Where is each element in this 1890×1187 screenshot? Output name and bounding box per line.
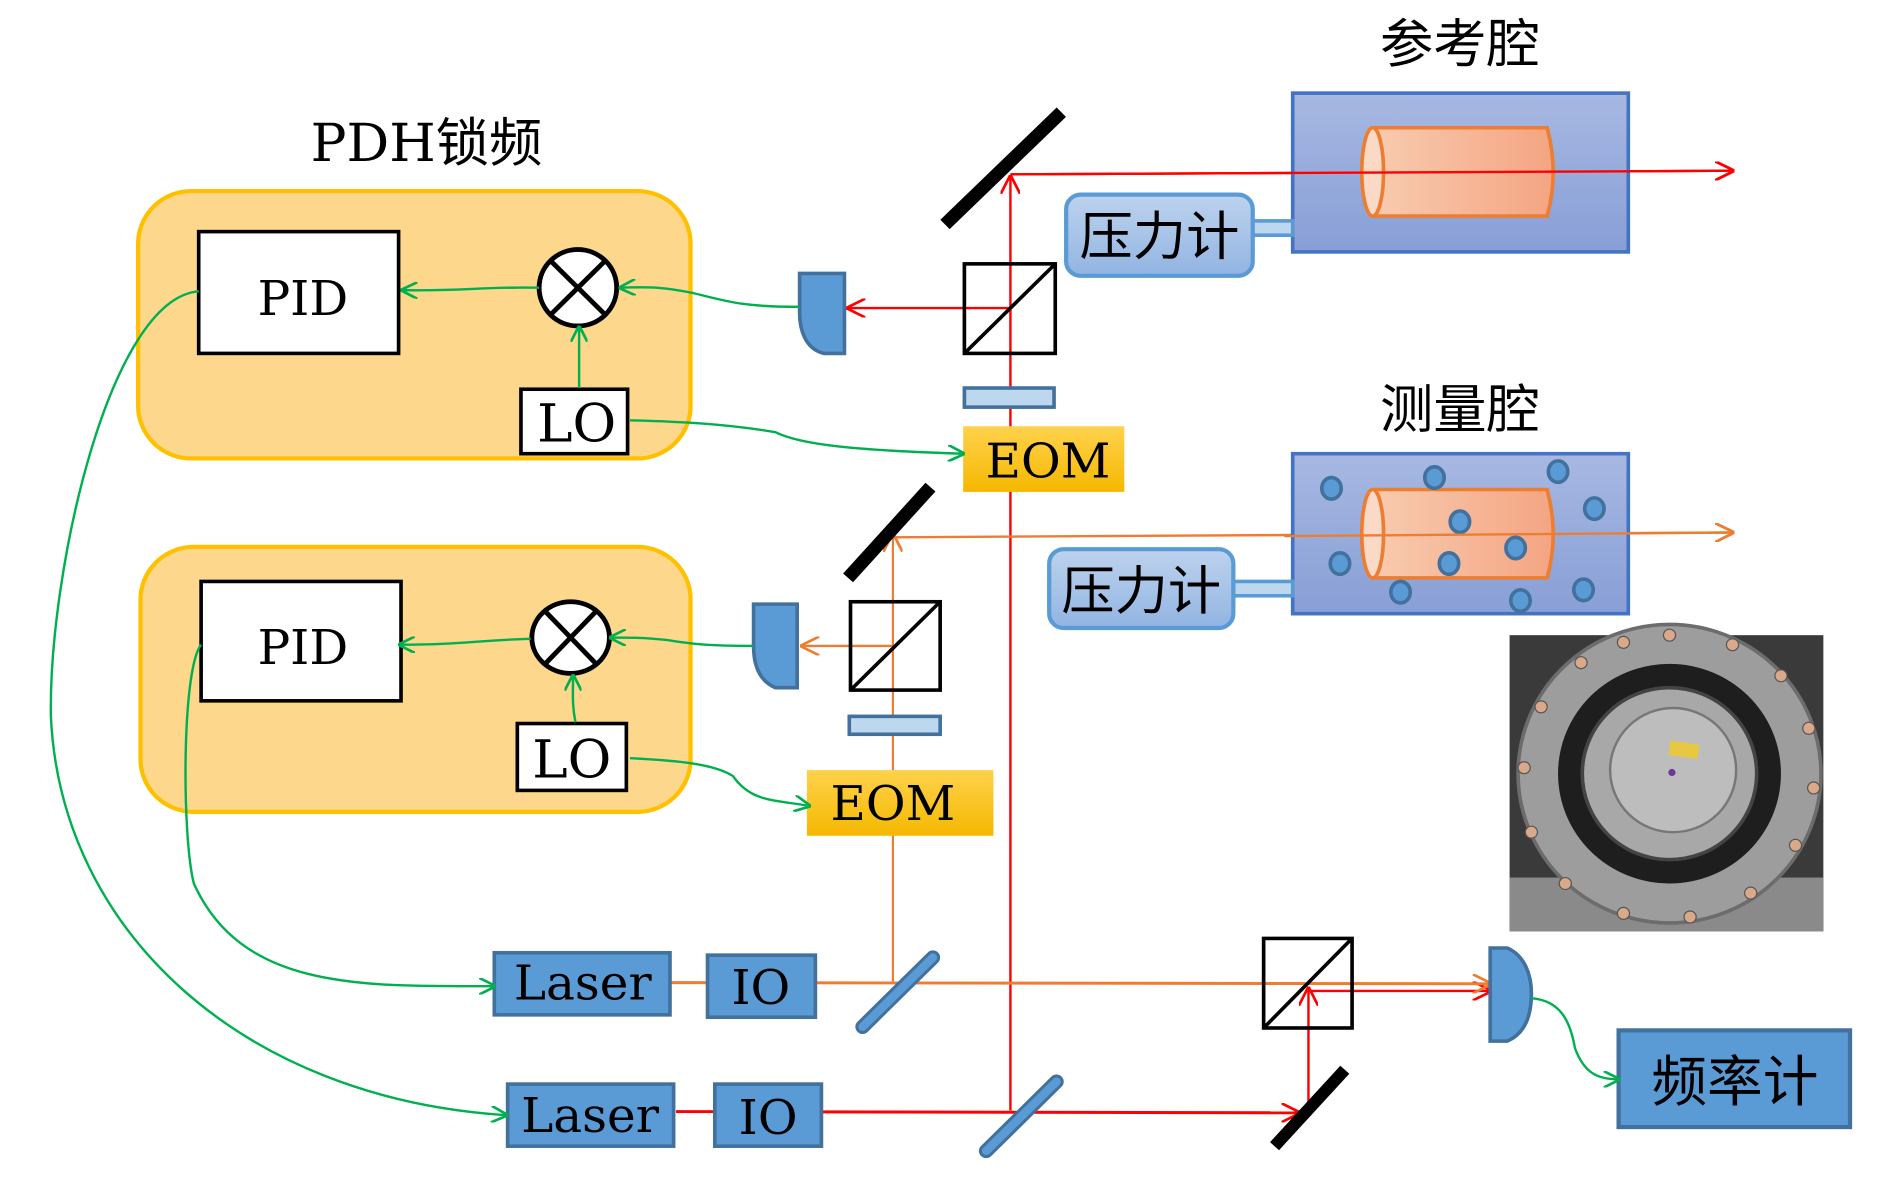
- pid-box-1[interactable]: [196, 229, 401, 356]
- eom-label-reference: EOM: [986, 434, 1111, 490]
- pid-label-1: PID: [258, 272, 349, 328]
- beam-splitter-reference[interactable]: [962, 262, 1058, 356]
- laser-reference[interactable]: [505, 1082, 676, 1148]
- measurement-transmitted-beam: [1284, 532, 1732, 536]
- frequency-counter-label: 频率计: [1651, 1051, 1818, 1115]
- beam-splitter-measurement[interactable]: [848, 599, 942, 692]
- pressure-gauge-measurement[interactable]: [1047, 547, 1236, 631]
- lo-box-2[interactable]: [515, 721, 629, 793]
- laser-label-reference: Laser: [521, 1088, 659, 1144]
- lo-to-mixer-signal-2: [573, 676, 576, 723]
- pd-to-mixer-signal-2: [611, 638, 754, 648]
- pid-label-2: PID: [258, 620, 349, 676]
- photodetector-reference[interactable]: [797, 271, 847, 356]
- lo-label-1: LO: [537, 394, 616, 455]
- eom-label-measurement: EOM: [831, 777, 956, 833]
- frequency-counter[interactable]: [1616, 1028, 1853, 1130]
- measurement-cavity-title: 测量腔: [1380, 380, 1540, 441]
- isolator-reference[interactable]: [712, 1082, 824, 1148]
- lo-to-eom-signal-1: [629, 419, 963, 453]
- gauge-connector-reference: [1249, 219, 1295, 237]
- laser-measurement[interactable]: [492, 950, 672, 1017]
- isolator-measurement[interactable]: [705, 953, 818, 1020]
- gauge-connector-measurement: [1230, 579, 1295, 598]
- mirror-reference-top[interactable]: [940, 107, 1066, 230]
- reference-transmitted-beam: [1010, 171, 1732, 175]
- pid1-to-laser-reference-feedback: [49, 290, 507, 1115]
- mixer-icon-1: [536, 247, 620, 329]
- beam-splitter-beatnote[interactable]: [1261, 936, 1354, 1030]
- signal-lines: [49, 287, 1619, 1115]
- mixer-to-pid-signal-2: [400, 639, 531, 645]
- lo-label-2: LO: [532, 730, 611, 791]
- eom-reference[interactable]: [963, 426, 1125, 492]
- reference-cavity-title: 参考腔: [1380, 14, 1540, 75]
- pressure-gauge-label-measurement: 压力计: [1061, 561, 1221, 622]
- pickoff-plate-measurement-fill: [858, 953, 938, 1031]
- gas-molecules: [1319, 459, 1606, 614]
- lo-box-1[interactable]: [519, 387, 630, 456]
- pd-to-counter-signal: [1531, 996, 1618, 1079]
- mirror-measurement-top[interactable]: [843, 482, 936, 583]
- pickoff-plate-reference-fill: [981, 1077, 1061, 1156]
- pdh-unit-2: PID LO: [138, 544, 693, 814]
- waveplate-reference[interactable]: [962, 386, 1056, 409]
- isolator-label-reference: IO: [739, 1091, 798, 1147]
- pdh-unit-1: PID LO: [135, 188, 693, 461]
- mixer-to-pid-signal-1: [402, 288, 540, 291]
- pressure-gauge-reference[interactable]: [1064, 192, 1255, 278]
- pid-box-2[interactable]: [199, 579, 403, 703]
- photodetector-measurement[interactable]: [751, 602, 800, 690]
- pressure-gauge-label-reference: 压力计: [1079, 207, 1239, 268]
- pdh-locking-title: PDH锁频: [311, 114, 543, 175]
- waveplate-measurement[interactable]: [847, 714, 942, 737]
- lo-to-eom-signal-2: [629, 756, 809, 806]
- photodetector-beatnote[interactable]: [1488, 946, 1534, 1043]
- eom-measurement[interactable]: [806, 770, 994, 836]
- vacuum-chamber-photo: [1509, 622, 1824, 932]
- mirror-beatnote[interactable]: [1270, 1065, 1350, 1151]
- pid2-to-laser-measurement-feedback: [184, 643, 495, 986]
- laser-label-measurement: Laser: [514, 956, 652, 1012]
- mixer-icon-2: [529, 599, 612, 676]
- isolator-label-measurement: IO: [731, 960, 790, 1016]
- pd-to-mixer-signal-1: [620, 287, 800, 309]
